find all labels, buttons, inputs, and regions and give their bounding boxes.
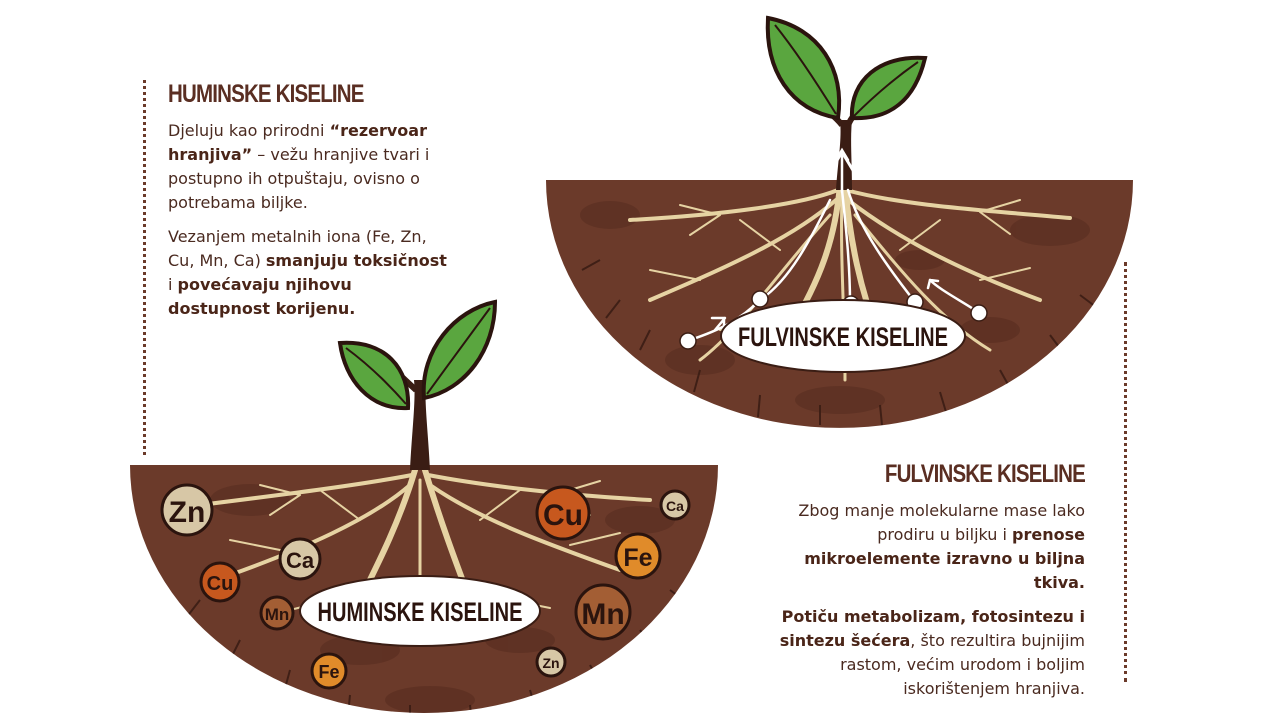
fulvic-leaf-left <box>765 15 842 121</box>
svg-text:Zn: Zn <box>169 496 206 529</box>
svg-text:Fe: Fe <box>318 662 339 682</box>
humic-stem <box>410 380 430 470</box>
svg-text:Zn: Zn <box>542 655 559 671</box>
svg-text:Ca: Ca <box>286 548 315 573</box>
humic-info-panel: HUMINSKE KISELINE Djeluju kao prirodni “… <box>168 80 448 321</box>
ion-zn-1: Zn <box>160 483 214 537</box>
fulvic-info-panel: FULVINSKE KISELINE Zbog manje molekularn… <box>760 460 1086 701</box>
svg-text:Ca: Ca <box>666 498 684 514</box>
fulvic-soil-diagram: FULVINSKE KISELINE <box>546 15 1133 428</box>
svg-text:Cu: Cu <box>543 499 583 532</box>
fulvic-title: FULVINSKE KISELINE <box>884 460 1086 488</box>
svg-text:Mn: Mn <box>265 605 290 624</box>
fulvic-paragraph-2: Potiču metabolizam, fotosintezu i sintez… <box>779 607 1085 698</box>
ion-fe-1: Fe <box>310 652 348 690</box>
ion-cu-1: Cu <box>199 561 241 603</box>
ion-cu-2: Cu <box>535 485 591 541</box>
ion-ca-2: Ca <box>659 489 691 521</box>
ion-fe-2: Fe <box>614 532 662 580</box>
humic-title: HUMINSKE KISELINE <box>168 80 364 108</box>
ion-mn-2: Mn <box>574 583 632 641</box>
svg-text:Cu: Cu <box>207 573 234 595</box>
svg-text:Fe: Fe <box>623 544 652 572</box>
humic-leaf-left <box>337 340 411 411</box>
svg-text:Mn: Mn <box>581 598 624 631</box>
humic-soil-diagram: Zn Ca Cu Mn Fe Cu Fe Mn <box>130 299 718 713</box>
fulvic-label: FULVINSKE KISELINE <box>738 322 948 352</box>
humic-paragraph-2: Vezanjem metalnih iona (Fe, Zn, Cu, Mn, … <box>168 227 447 318</box>
ion-mn-1: Mn <box>259 595 295 631</box>
fulvic-leaf-right <box>849 55 928 121</box>
ion-zn-2: Zn <box>535 646 567 678</box>
humic-label: HUMINSKE KISELINE <box>318 597 523 627</box>
left-dotted-line <box>143 80 146 455</box>
ion-ca-1: Ca <box>278 537 322 581</box>
humic-paragraph-1: Djeluju kao prirodni “rezervoar hranjiva… <box>168 121 430 212</box>
right-dotted-line <box>1124 262 1127 682</box>
fulvic-label-ellipse <box>720 299 966 373</box>
fulvic-paragraph-1: Zbog manje molekularne mase lako prodiru… <box>798 501 1085 592</box>
humic-label-ellipse <box>299 575 541 647</box>
